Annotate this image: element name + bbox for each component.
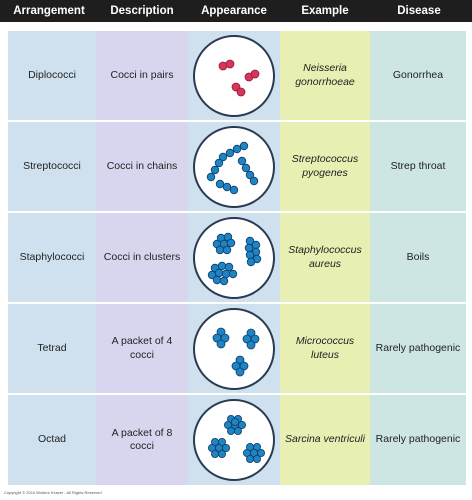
cell-description-streptococci: Cocci in chains <box>106 159 178 172</box>
column-disease <box>370 31 466 485</box>
tetrad-illustration <box>193 308 275 390</box>
row-divider <box>8 302 466 304</box>
copyright-notice: Copyright © 2010 Wolters Kluwer - All Ri… <box>4 490 102 495</box>
cell-description-octad: A packet of 8 cocci <box>111 426 173 452</box>
cell-example-tetrad: Micrococcus luteus <box>295 335 355 361</box>
header-disease: Disease <box>397 5 441 17</box>
streptococci-cocci-svg <box>206 141 259 195</box>
header-description: Description <box>110 5 174 17</box>
cell-disease-tetrad: Rarely pathogenic <box>375 341 461 354</box>
cell-example-octad: Sarcina ventriculi <box>285 433 365 446</box>
cocci-arrangement-table: Diplococci Cocci in pairs Neisseria gono… <box>8 31 466 485</box>
column-description <box>96 31 188 485</box>
row-divider <box>8 120 466 122</box>
diplococci-illustration <box>193 35 275 117</box>
cell-arrangement-streptococci: Streptococci <box>23 159 81 172</box>
column-arrangement <box>8 31 96 485</box>
cell-example-staphylococci: Staphylococcus aureus <box>288 244 362 270</box>
cell-description-diplococci: Cocci in pairs <box>110 68 174 81</box>
staphylococci-illustration <box>193 217 275 299</box>
column-example <box>280 31 370 485</box>
cell-arrangement-octad: Octad <box>37 433 66 446</box>
cell-description-tetrad: A packet of 4 cocci <box>111 335 173 361</box>
header-appearance: Appearance <box>201 5 267 17</box>
table-header: Arrangement Description Appearance Examp… <box>0 0 472 22</box>
row-divider <box>8 211 466 213</box>
header-arrangement: Arrangement <box>13 5 85 17</box>
cell-arrangement-tetrad: Tetrad <box>37 341 67 354</box>
tetrad-cocci-svg <box>212 327 260 377</box>
row-divider <box>8 393 466 395</box>
octad-illustration <box>193 399 275 481</box>
diplococci-cocci-svg <box>218 59 260 97</box>
header-example: Example <box>301 5 349 17</box>
cell-arrangement-diplococci: Diplococci <box>28 68 76 81</box>
cell-arrangement-staphylococci: Staphylococci <box>19 250 85 263</box>
cell-disease-diplococci: Gonorrhea <box>392 68 444 81</box>
cell-example-streptococci: Streptococcus pyogenes <box>291 153 359 179</box>
cell-description-staphylococci: Cocci in clusters <box>103 250 181 263</box>
staphylococci-cocci-svg <box>207 232 262 286</box>
cell-disease-staphylococci: Boils <box>406 250 430 263</box>
octad-cocci-svg <box>207 414 266 464</box>
streptococci-illustration <box>193 126 275 208</box>
cell-example-diplococci: Neisseria gonorrhoeae <box>295 62 355 88</box>
cell-disease-streptococci: Strep throat <box>390 159 446 172</box>
cell-disease-octad: Rarely pathogenic <box>375 433 461 446</box>
